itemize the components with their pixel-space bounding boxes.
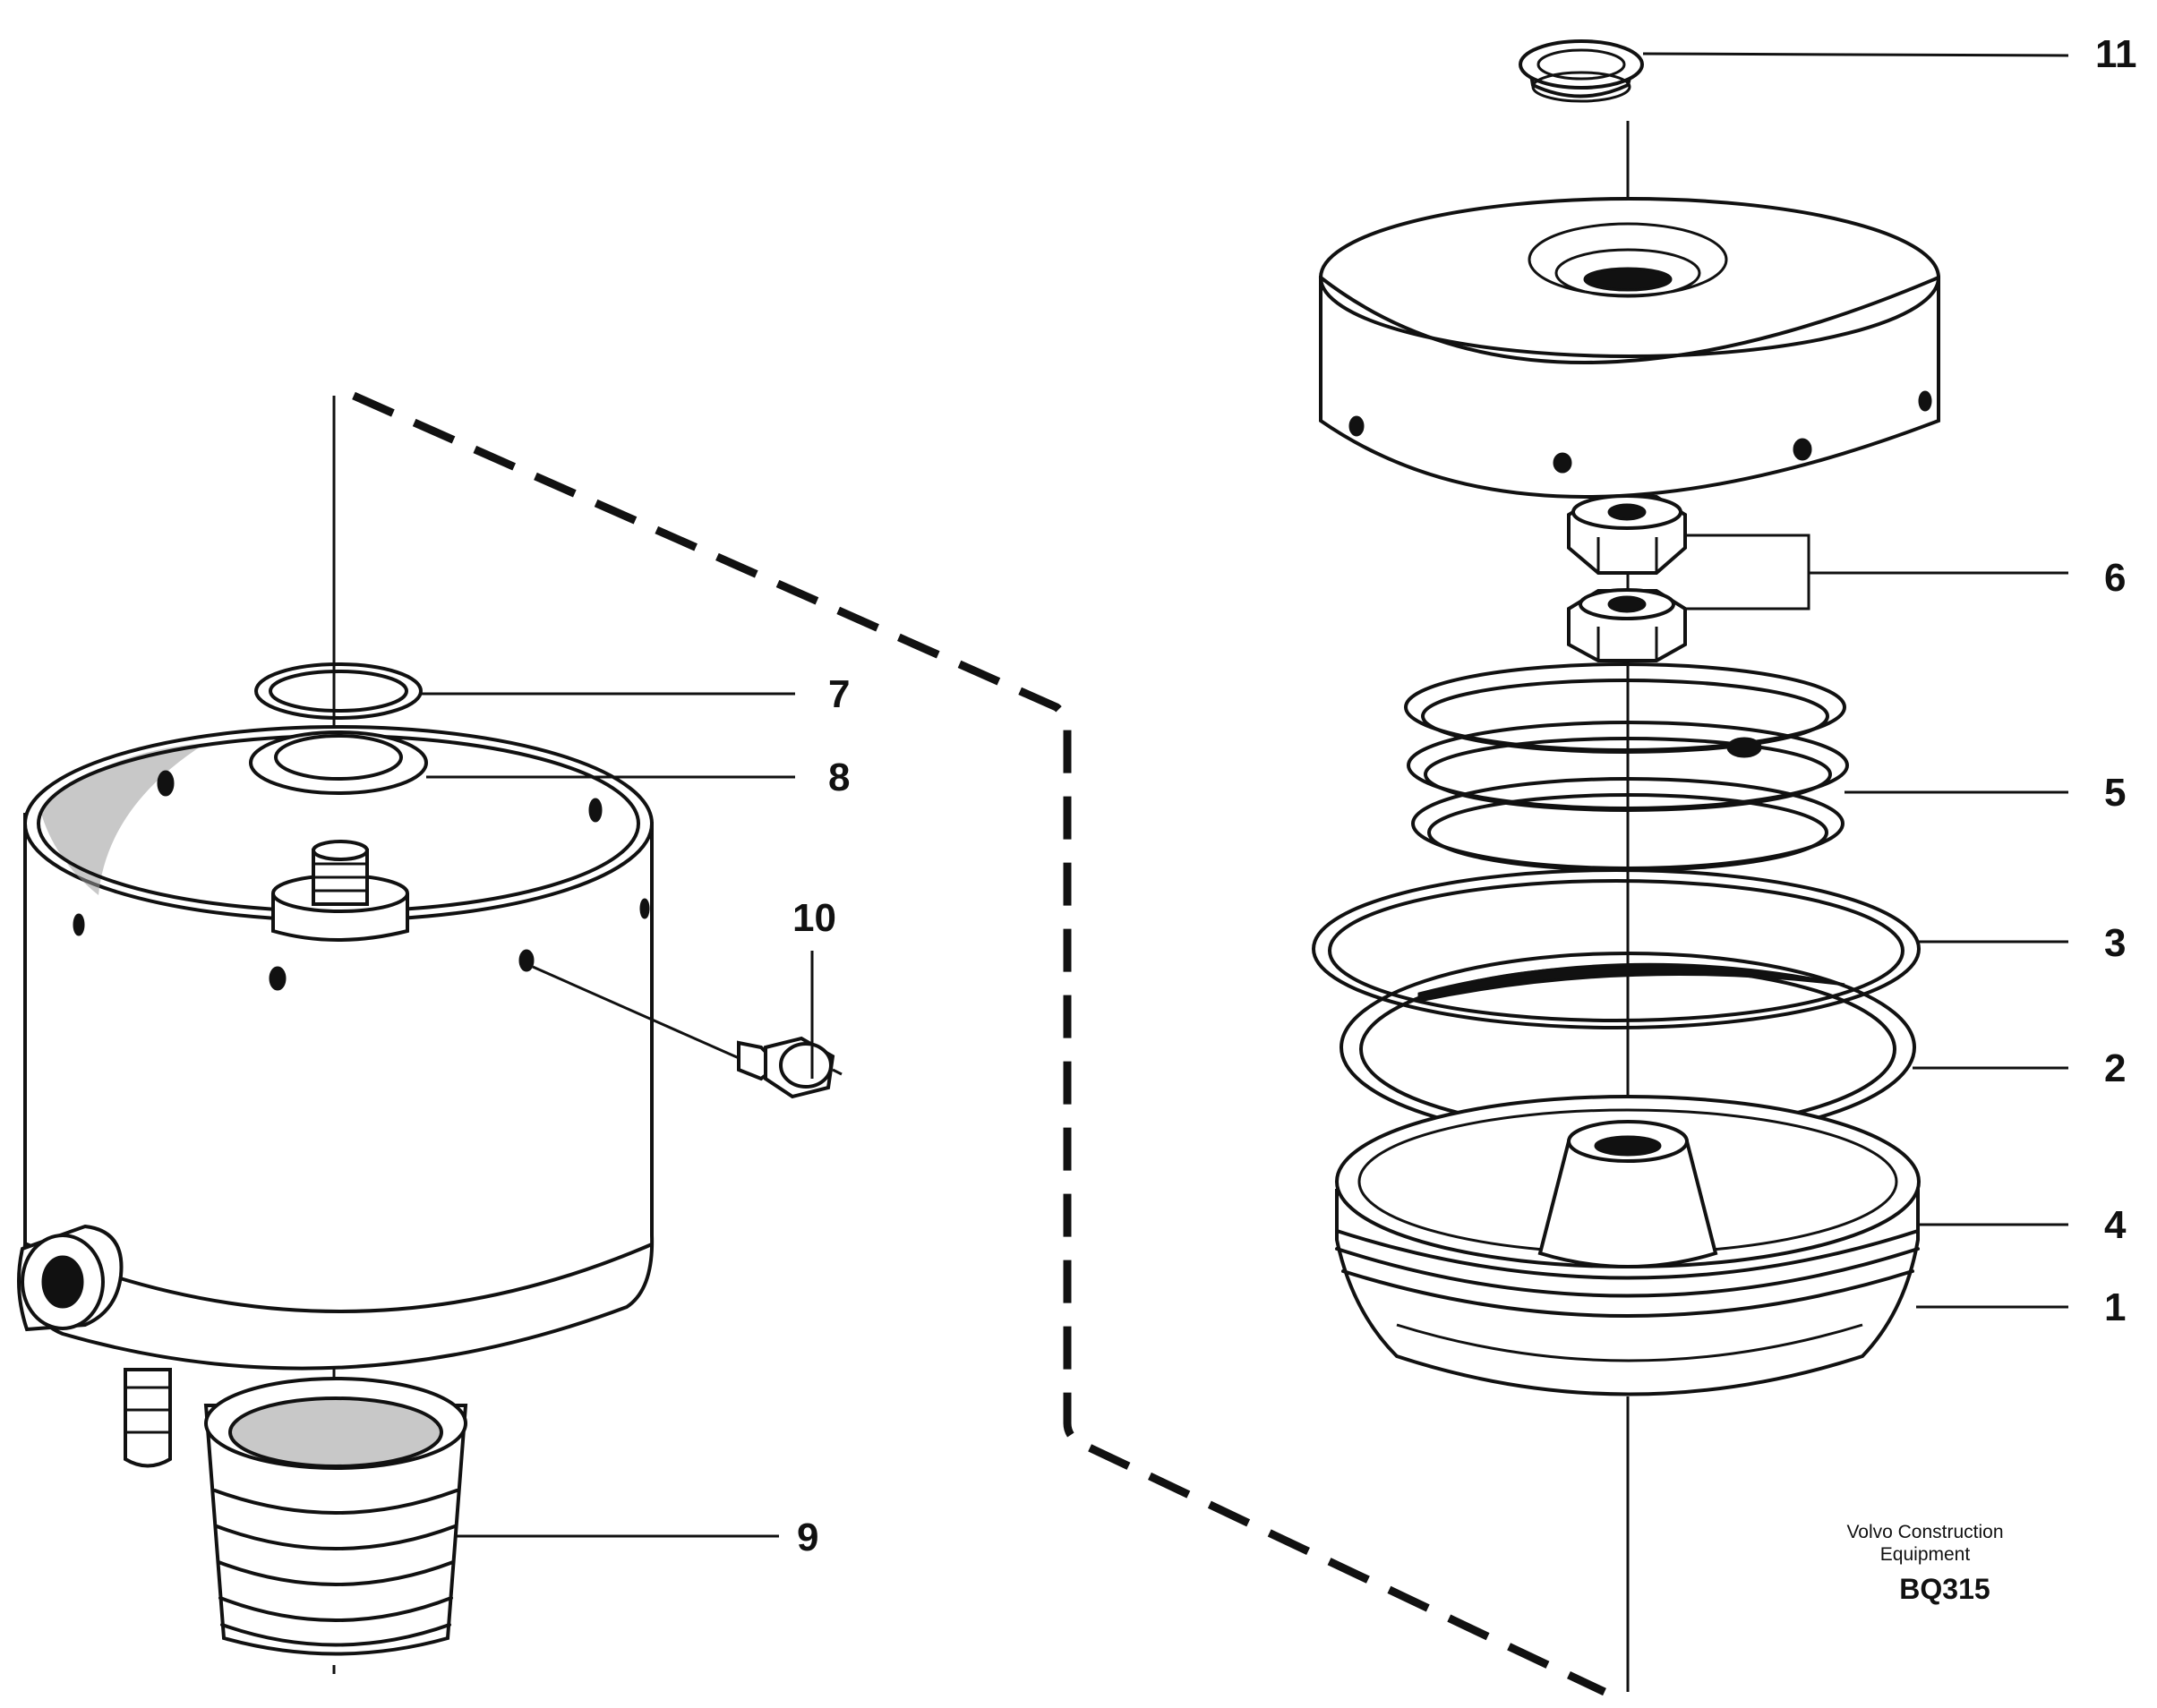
callout-8: 8: [828, 756, 850, 799]
company-name-line1: Volvo Construction: [1846, 1522, 2003, 1542]
part-7-oring: [254, 662, 423, 720]
part-5-spring: [1404, 662, 1849, 872]
callout-7: 7: [828, 672, 850, 716]
part-8-washer: [249, 730, 428, 795]
leader-11: [1642, 52, 2069, 57]
part-9-threaded-sleeve: [203, 1377, 468, 1656]
part-1-bowl: [1335, 1095, 1921, 1396]
callout-10: 10: [792, 896, 836, 940]
part-top-housing: [1319, 197, 1940, 499]
callout-3: 3: [2104, 921, 2126, 965]
figure-code: BQ315: [1899, 1573, 1990, 1605]
part-left-housing-cylinder: [17, 725, 655, 1468]
part-3-ring: [1312, 868, 1921, 1029]
assembly-group-dashed-frame: [352, 391, 1606, 1696]
callout-4: 4: [2104, 1203, 2127, 1247]
part-6-nuts: [1567, 494, 1687, 662]
company-name-line2: Equipment: [1880, 1544, 1971, 1565]
callout-5: 5: [2104, 771, 2126, 815]
leader-6: [1685, 534, 2068, 611]
callout-9: 9: [797, 1516, 818, 1559]
callout-6: 6: [2104, 556, 2126, 600]
callout-2: 2: [2104, 1046, 2126, 1090]
callout-11: 11: [2095, 32, 2137, 76]
part-11-cap: [1519, 39, 1644, 103]
callout-1: 1: [2104, 1285, 2126, 1329]
part-10-screw: [532, 965, 843, 1099]
